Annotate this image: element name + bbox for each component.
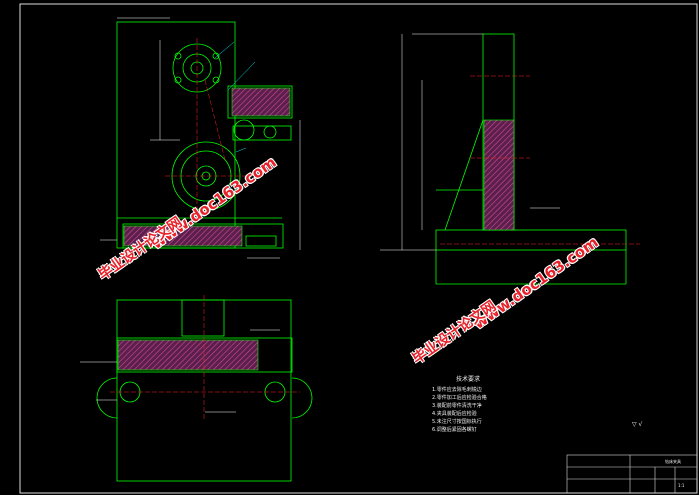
top-section-hatch (117, 339, 259, 371)
tech-note-item: 2.零件加工后应检验合格 (432, 395, 487, 401)
side-centerlines (440, 75, 640, 245)
side-section-hatch (483, 119, 515, 231)
tech-note-item: 6.调整后紧固各螺钉 (432, 427, 477, 433)
front-section-hatch (231, 87, 291, 117)
drawing-border (19, 3, 698, 494)
tech-note-item: 1.零件应去除毛刺锐边 (432, 387, 482, 393)
top-centerlines (110, 295, 300, 420)
tech-notes: 技术要求 1.零件应去除毛刺锐边 2.零件加工后应检验合格 3.装配前零件清洗干… (432, 376, 582, 434)
front-leaders (214, 41, 256, 153)
top-view (96, 299, 313, 482)
front-centerlines (165, 38, 250, 220)
tech-note-item: 4.夹具装配后应检验 (432, 411, 477, 417)
tech-note-item: 3.装配前零件清洗干净 (432, 403, 482, 409)
base-hatch (123, 225, 243, 247)
surface-roughness-note: ▽ √ (632, 421, 643, 428)
front-dimensions (100, 17, 301, 259)
side-dimensions (380, 33, 560, 251)
title-block (566, 454, 698, 494)
tech-notes-title: 技术要求 (456, 376, 481, 383)
title-block-name: 钻床夹具 (665, 459, 681, 464)
tech-note-item: 5.未注尺寸按国标执行 (432, 419, 482, 425)
title-block-scale: 1:1 (678, 483, 685, 488)
top-dimensions (80, 329, 280, 413)
